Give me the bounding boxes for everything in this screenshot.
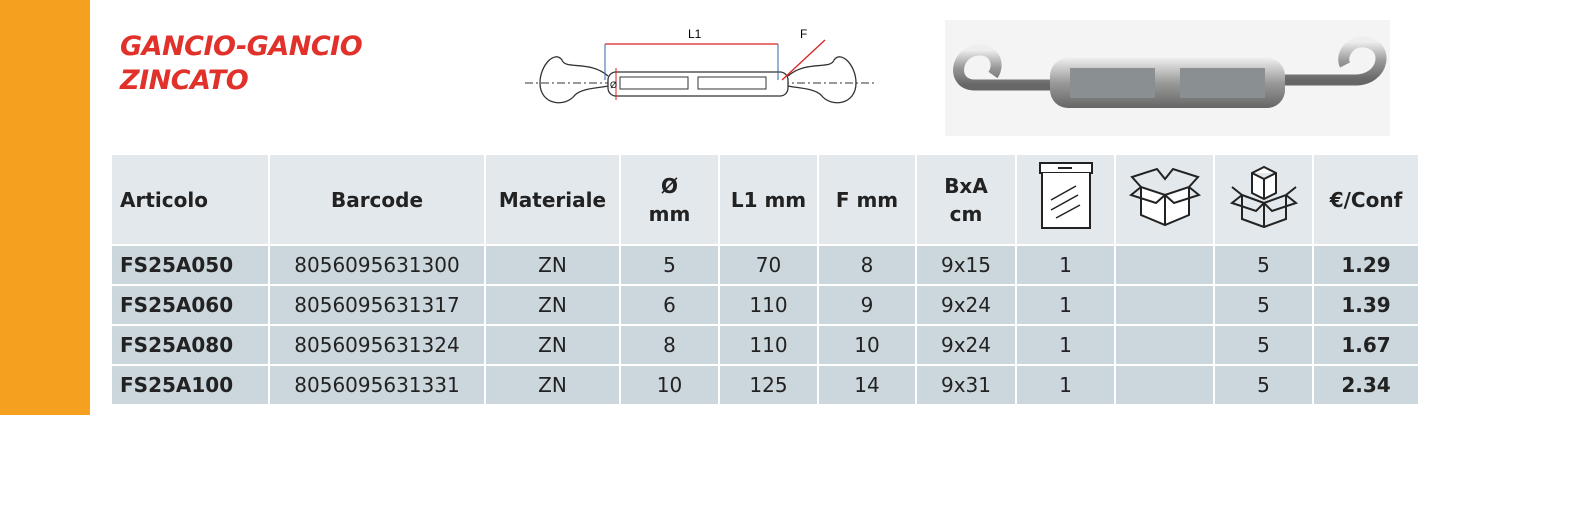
cell-bag: 1: [1017, 286, 1114, 324]
cell-barcode: 8056095631324: [270, 326, 484, 364]
accent-bar: [0, 0, 90, 415]
cell-diameter: 6: [621, 286, 718, 324]
title-line-2: ZINCATO: [120, 65, 249, 96]
cell-bag: 1: [1017, 246, 1114, 284]
cell-articolo: FS25A080: [112, 326, 268, 364]
title-line-1: GANCIO-GANCIO: [120, 31, 363, 62]
cell-multibox: 5: [1215, 326, 1312, 364]
cell-articolo: FS25A060: [112, 286, 268, 324]
cell-materiale: ZN: [486, 286, 619, 324]
cell-materiale: ZN: [486, 326, 619, 364]
cell-price: 1.39: [1314, 286, 1418, 324]
cell-price: 2.34: [1314, 366, 1418, 404]
cell-materiale: ZN: [486, 366, 619, 404]
turnbuckle-diagram: Ø L1 F: [525, 27, 875, 104]
header-bxa: BxA cm: [917, 155, 1015, 244]
cell-articolo: FS25A050: [112, 246, 268, 284]
cell-barcode: 8056095631331: [270, 366, 484, 404]
cell-bag: 1: [1017, 326, 1114, 364]
cell-diameter: 5: [621, 246, 718, 284]
cell-diameter: 8: [621, 326, 718, 364]
cell-f: 10: [819, 326, 915, 364]
cell-price: 1.29: [1314, 246, 1418, 284]
cell-bxa: 9x15: [917, 246, 1015, 284]
cell-box: [1116, 326, 1213, 364]
cell-l1: 125: [720, 366, 817, 404]
cell-box: [1116, 286, 1213, 324]
cell-l1: 110: [720, 286, 817, 324]
cell-bxa: 9x24: [917, 286, 1015, 324]
box-icon: [1116, 155, 1213, 244]
f-label: F: [800, 27, 807, 41]
cell-f: 8: [819, 246, 915, 284]
product-title: GANCIO-GANCIO ZINCATO: [120, 30, 363, 98]
cell-materiale: ZN: [486, 246, 619, 284]
cell-multibox: 5: [1215, 246, 1312, 284]
cell-multibox: 5: [1215, 366, 1312, 404]
diameter-label: Ø: [610, 80, 617, 90]
cell-l1: 110: [720, 326, 817, 364]
header-bxa-unit: cm: [949, 201, 983, 226]
header-articolo: Articolo: [112, 155, 268, 244]
cell-f: 9: [819, 286, 915, 324]
cell-articolo: FS25A100: [112, 366, 268, 404]
l1-label: L1: [688, 27, 702, 41]
cell-multibox: 5: [1215, 286, 1312, 324]
cell-box: [1116, 366, 1213, 404]
cell-barcode: 8056095631317: [270, 286, 484, 324]
cell-f: 14: [819, 366, 915, 404]
cell-diameter: 10: [621, 366, 718, 404]
header-barcode: Barcode: [270, 155, 484, 244]
cell-bag: 1: [1017, 366, 1114, 404]
header-l1: L1 mm: [720, 155, 817, 244]
product-photo: [945, 20, 1390, 136]
cell-bxa: 9x31: [917, 366, 1015, 404]
header-materiale: Materiale: [486, 155, 619, 244]
header-diameter-unit: mm: [648, 201, 691, 226]
cell-price: 1.67: [1314, 326, 1418, 364]
header-price: €/Conf: [1314, 155, 1418, 244]
cell-bxa: 9x24: [917, 326, 1015, 364]
cell-barcode: 8056095631300: [270, 246, 484, 284]
multi-box-icon: [1215, 155, 1312, 244]
bag-icon: [1017, 155, 1114, 244]
cell-l1: 70: [720, 246, 817, 284]
header-bxa-label: BxA: [944, 173, 988, 198]
header-f: F mm: [819, 155, 915, 244]
cell-box: [1116, 246, 1213, 284]
header-diameter-symbol: Ø: [660, 173, 678, 198]
